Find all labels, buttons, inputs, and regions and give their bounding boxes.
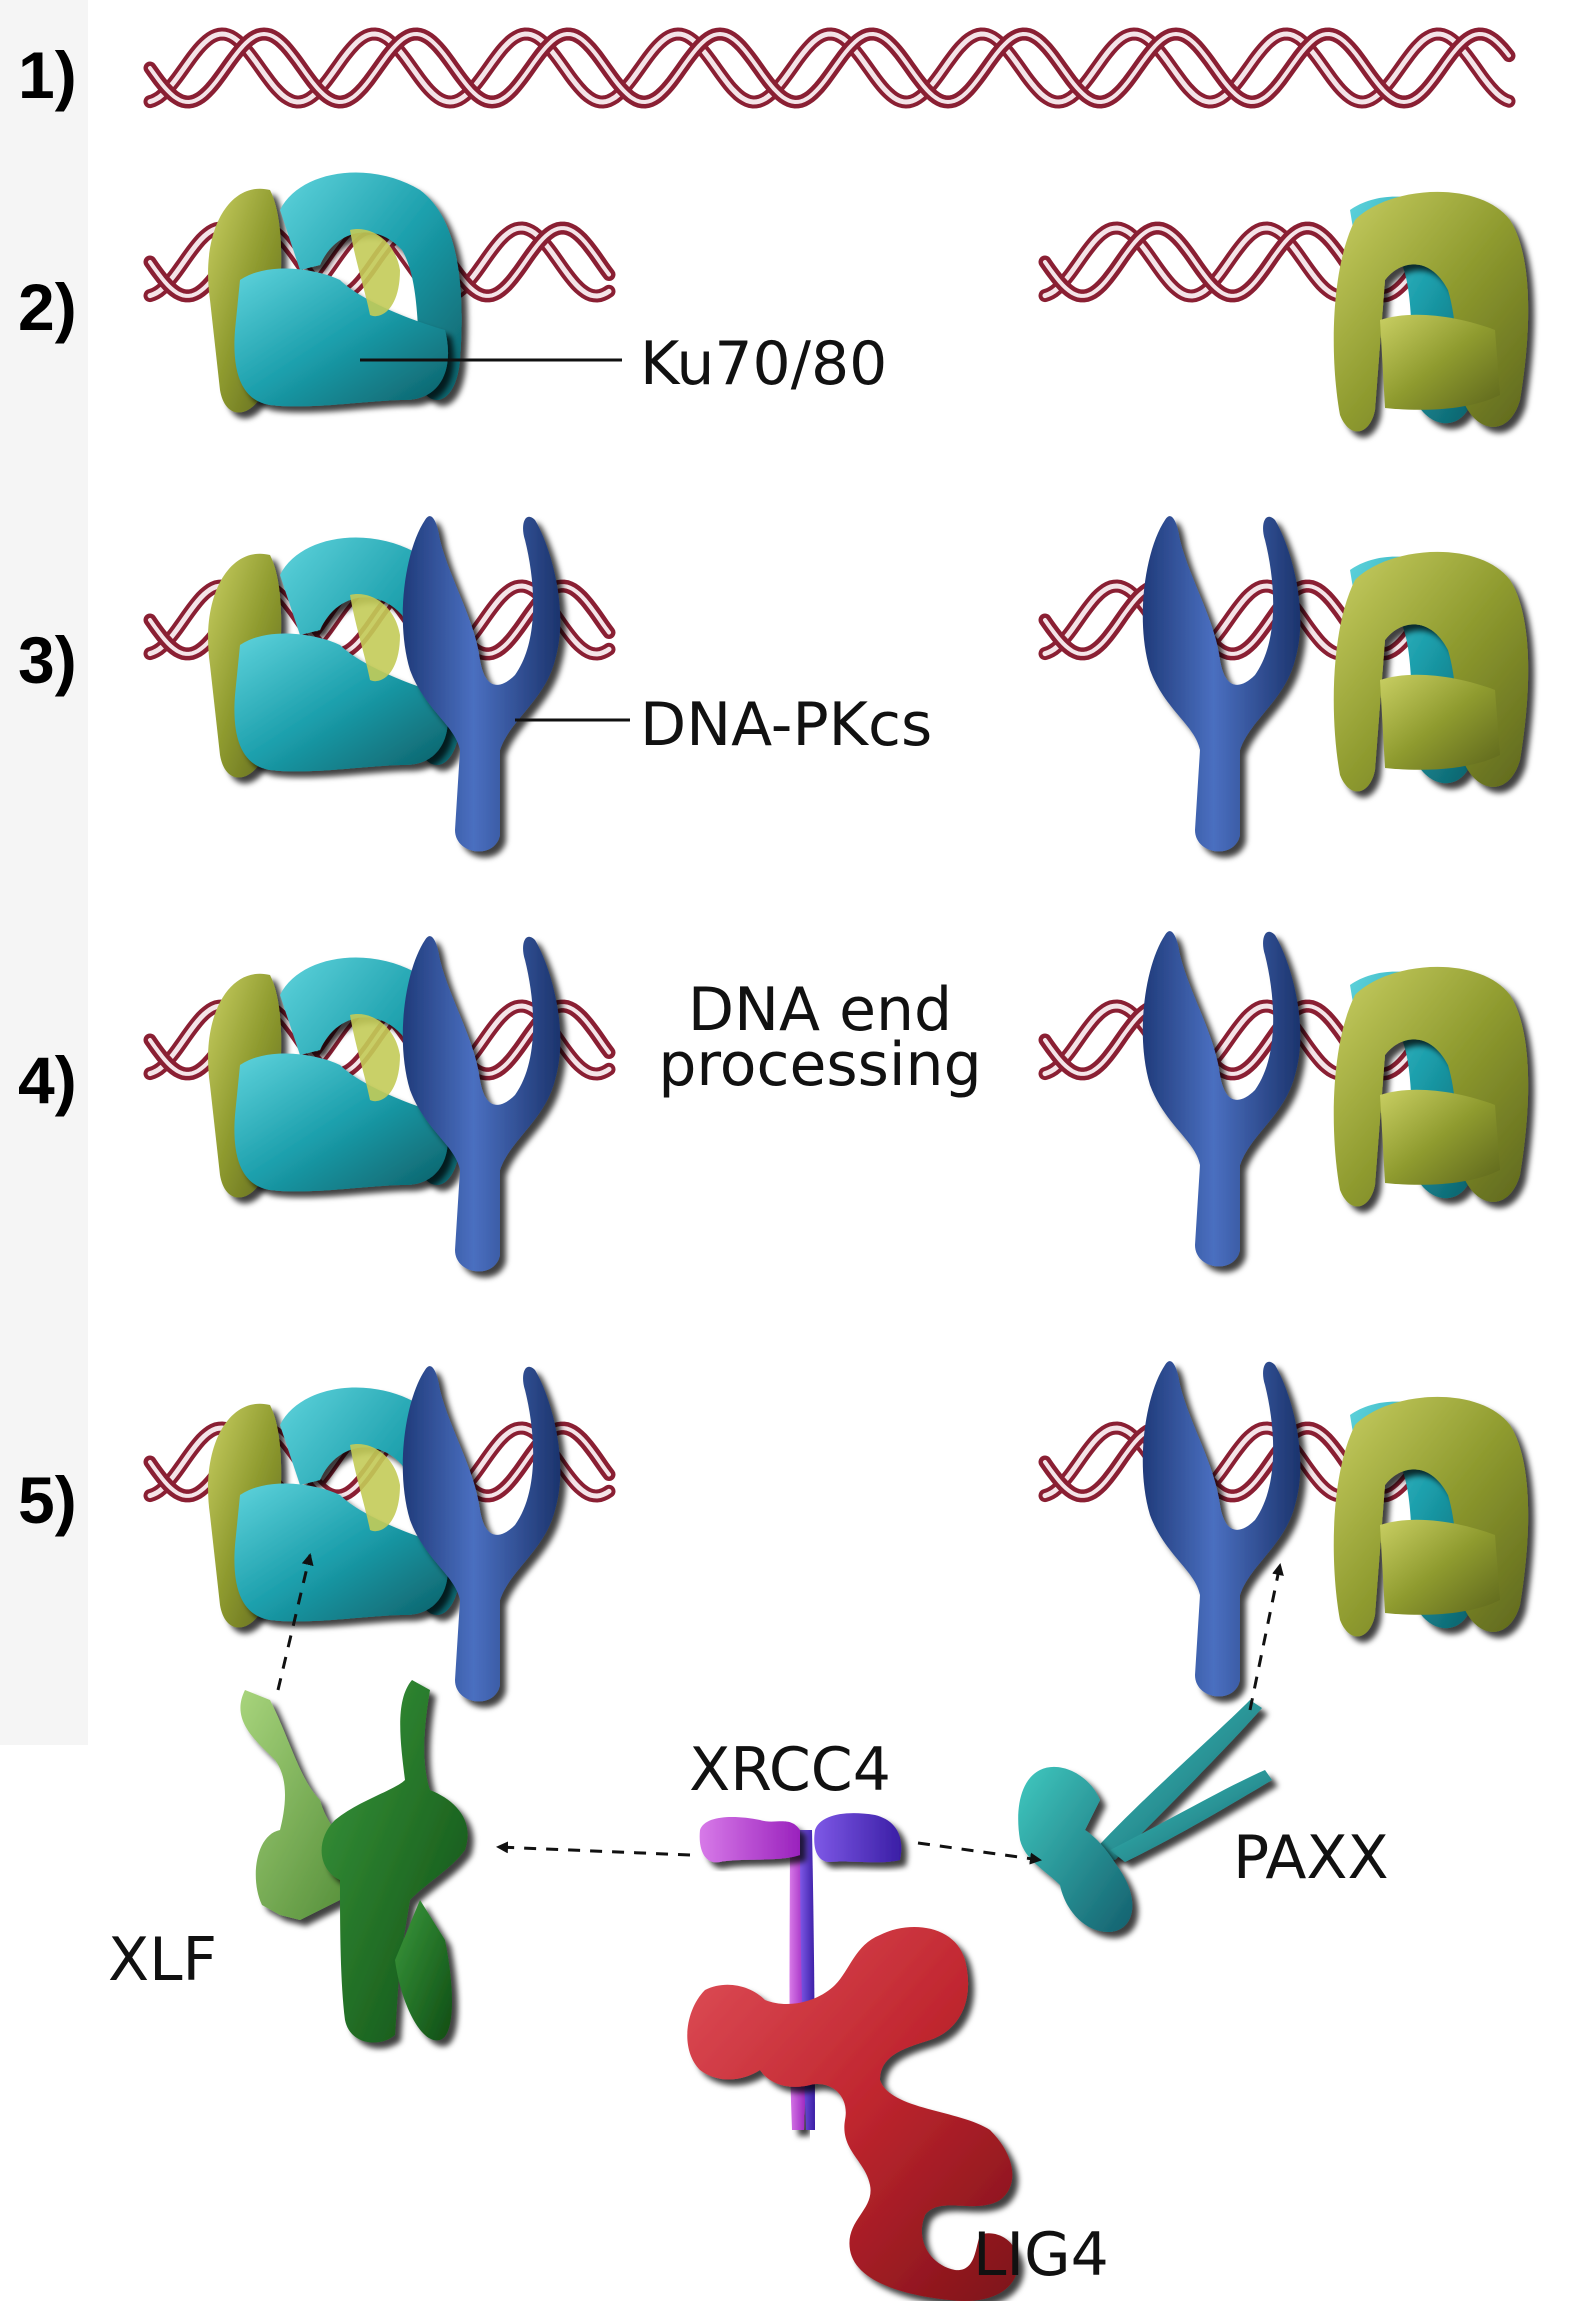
label-dna-end-processing-line2: processing <box>658 1030 981 1100</box>
arrow-xrcc4-to-paxx <box>917 1841 1042 1865</box>
arrow-xlf-to-ku <box>276 1553 314 1691</box>
label-paxx: PAXX <box>1233 1823 1389 1893</box>
arrow-paxx-to-ku <box>1248 1563 1284 1711</box>
ku70-80-right-row4 <box>1334 967 1528 1207</box>
label-ku70-80: Ku70/80 <box>640 329 887 399</box>
step-label-1: 1) <box>18 38 77 112</box>
lig4-protein <box>687 1927 1019 2301</box>
step-label-4: 4) <box>18 1043 77 1117</box>
label-xlf: XLF <box>108 1925 217 1995</box>
interaction-arrows <box>276 1553 1284 1865</box>
ku70-80-right-row5 <box>1334 1397 1528 1637</box>
step-label-2: 2) <box>18 270 77 344</box>
background-panel-strip <box>0 0 88 1745</box>
step-label-3: 3) <box>18 623 77 697</box>
paxx-protein <box>1018 1700 1272 1933</box>
label-lig4: LIG4 <box>973 2220 1109 2290</box>
label-xrcc4: XRCC4 <box>689 1735 891 1805</box>
xlf-protein <box>240 1680 468 2043</box>
dna-helix-row1 <box>143 27 1516 109</box>
label-dna-pkcs: DNA-PKcs <box>640 690 932 760</box>
label-dna-end-processing-line1: DNA end <box>688 975 952 1045</box>
arrow-xrcc4-to-xlf <box>496 1841 691 1857</box>
ku70-80-right-row3 <box>1334 552 1528 792</box>
ku70-80-right-row2 <box>1334 192 1528 432</box>
ku70-80-left-row2 <box>208 173 462 413</box>
step-label-5: 5) <box>18 1463 77 1537</box>
